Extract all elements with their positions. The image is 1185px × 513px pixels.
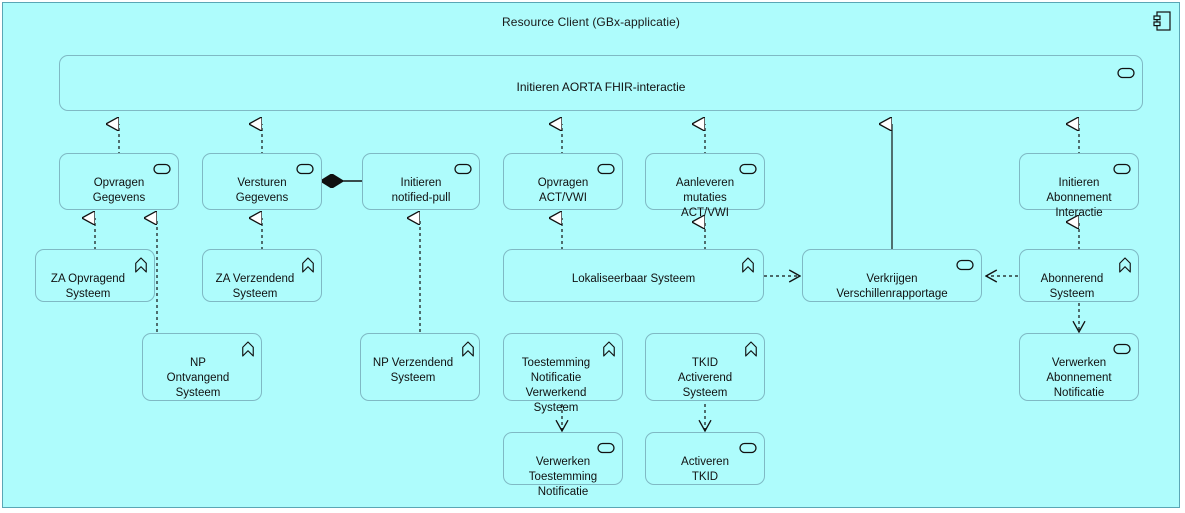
node-label: Abonnerend Systeem (1040, 273, 1104, 300)
node-verwerken-toestemming-notificatie[interactable]: Verwerken Toestemming Notificatie (503, 432, 623, 498)
application-service-icon (739, 442, 757, 454)
application-service-icon (1113, 163, 1131, 175)
node-label: Verwerken Toestemming Notificatie (528, 456, 598, 498)
node-label: NP Ontvangend Systeem (166, 357, 230, 399)
application-role-icon (745, 341, 757, 357)
node-verwerken-abonnement-notificatie[interactable]: Verwerken Abonnement Notificatie (1019, 333, 1139, 401)
node-toestemming-notificatie-verwerkend-systeem[interactable]: Toestemming Notificatie Verwerkend Syste… (503, 333, 623, 414)
application-component-icon (1153, 11, 1171, 31)
node-label: Opvragen ACT/VWI (537, 177, 589, 204)
node-za-opvragend-systeem[interactable]: ZA Opvragend Systeem (35, 249, 155, 302)
node-initieren-notified-pull[interactable]: Initieren notified-pull (362, 153, 480, 210)
application-service-icon (1113, 343, 1131, 355)
node-tkid-activerend-systeem[interactable]: TKID Activerend Systeem (645, 333, 765, 401)
node-label: Lokaliseerbaar Systeem (571, 273, 696, 285)
node-versturen-gegevens[interactable]: Versturen Gegevens (202, 153, 322, 210)
application-service-icon (1117, 67, 1135, 79)
node-label: Verwerken Abonnement Notificatie (1046, 357, 1112, 399)
node-verkrijgen-verschillenrapportage[interactable]: Verkrijgen Verschillenrapportage (802, 249, 982, 302)
node-label: Initieren Abonnement Interactie (1046, 177, 1112, 219)
application-role-icon (462, 341, 474, 357)
node-label: ZA Opvragend Systeem (50, 273, 126, 300)
application-service-icon (597, 163, 615, 175)
application-service-icon (597, 442, 615, 454)
node-za-verzendend-systeem[interactable]: ZA Verzendend Systeem (202, 249, 322, 302)
node-label: Opvragen Gegevens (92, 177, 146, 204)
application-service-icon (153, 163, 171, 175)
application-service-icon (454, 163, 472, 175)
node-label: Aanleveren mutaties ACT/VWI (675, 177, 735, 219)
node-activeren-tkid[interactable]: Activeren TKID (645, 432, 765, 485)
node-label: Initieren notified-pull (391, 177, 451, 204)
node-label: NP Verzendend Systeem (372, 357, 454, 384)
node-opvragen-act-vwi[interactable]: Opvragen ACT/VWI (503, 153, 623, 210)
application-role-icon (242, 341, 254, 357)
node-label: Activeren TKID (681, 456, 729, 483)
node-aanleveren-mutaties-act-vwi[interactable]: Aanleveren mutaties ACT/VWI (645, 153, 765, 219)
node-label: TKID Activerend Systeem (677, 357, 733, 399)
application-role-icon (1119, 257, 1131, 273)
node-label: ZA Verzendend Systeem (215, 273, 295, 300)
node-initieren-abonnement-interactie[interactable]: Initieren Abonnement Interactie (1019, 153, 1139, 219)
node-label: Verkrijgen Verschillenrapportage (836, 273, 948, 300)
node-opvragen-gegevens[interactable]: Opvragen Gegevens (59, 153, 179, 210)
application-service-icon (296, 163, 314, 175)
container-title: Resource Client (GBx-applicatie) (502, 15, 680, 29)
node-label: Initieren AORTA FHIR-interactie (516, 80, 686, 94)
application-role-icon (742, 257, 754, 273)
node-np-verzendend-systeem[interactable]: NP Verzendend Systeem (360, 333, 480, 401)
node-np-ontvangend-systeem[interactable]: NP Ontvangend Systeem (142, 333, 262, 401)
node-initieren-aorta-fhir-interactie[interactable]: Initieren AORTA FHIR-interactie (59, 55, 1143, 111)
application-role-icon (135, 257, 147, 273)
application-service-icon (739, 163, 757, 175)
application-role-icon (302, 257, 314, 273)
node-label: Toestemming Notificatie Verwerkend Syste… (521, 357, 591, 414)
application-service-icon (956, 259, 974, 271)
node-abonnerend-systeem[interactable]: Abonnerend Systeem (1019, 249, 1139, 302)
node-label: Versturen Gegevens (235, 177, 289, 204)
application-role-icon (603, 341, 615, 357)
node-lokaliseerbaar-systeem[interactable]: Lokaliseerbaar Systeem (503, 249, 764, 302)
